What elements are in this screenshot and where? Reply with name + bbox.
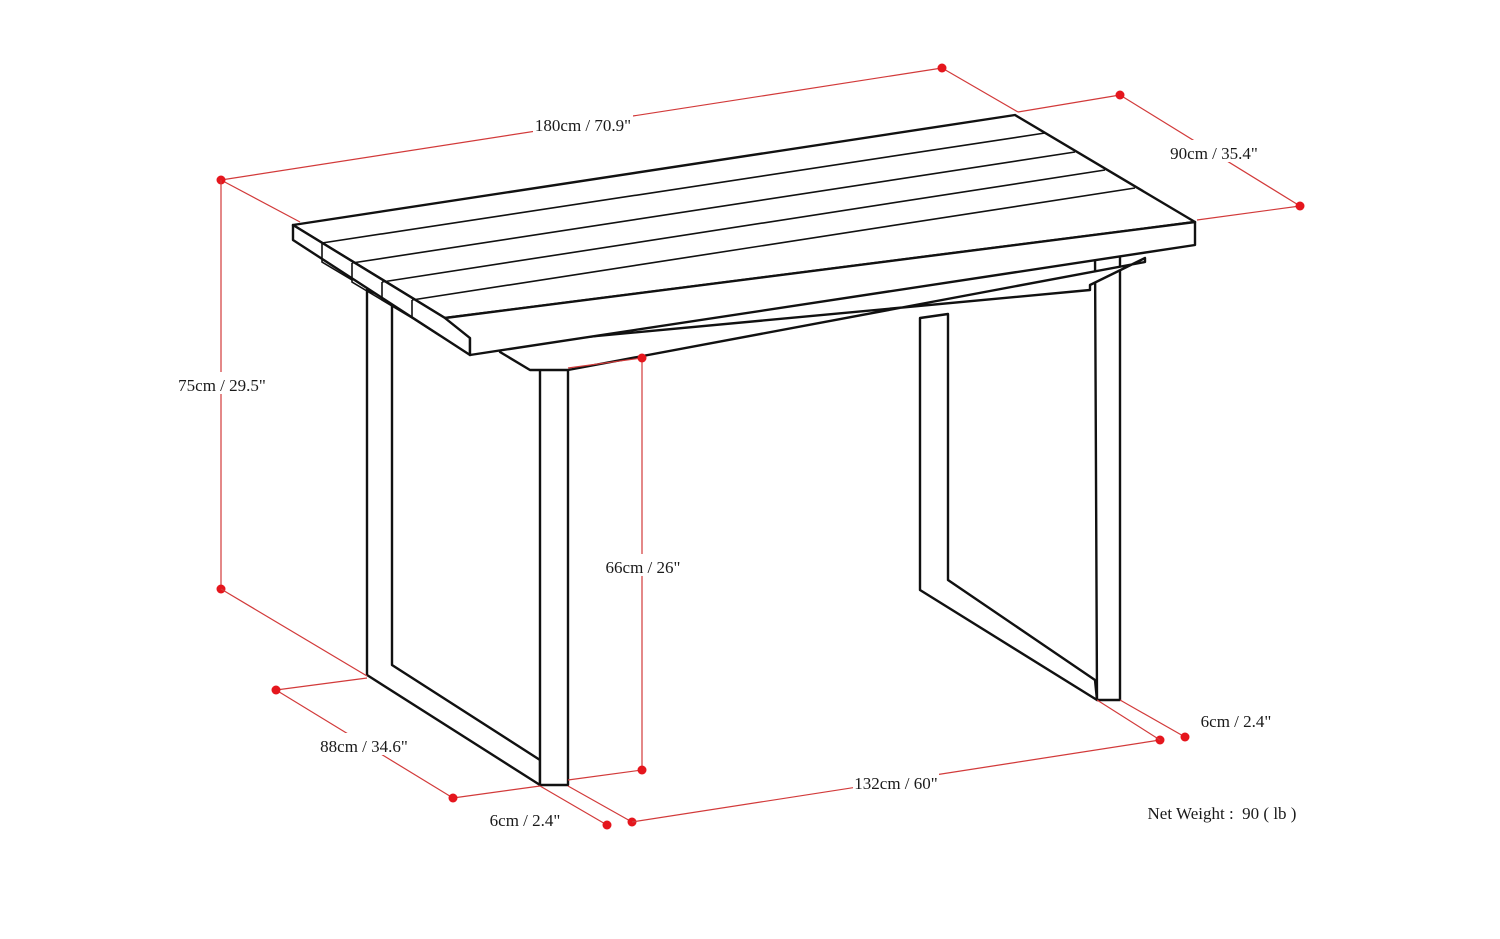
table-top bbox=[291, 113, 1197, 357]
label-depth: 90cm / 35.4" bbox=[1170, 144, 1258, 163]
label-leg-depth: 88cm / 34.6" bbox=[320, 737, 408, 756]
label-leg-width-front: 6cm / 2.4" bbox=[490, 811, 561, 830]
label-leg-span: 132cm / 60" bbox=[854, 774, 937, 793]
label-height: 75cm / 29.5" bbox=[178, 376, 266, 395]
net-weight-label: Net Weight : 90 ( lb ) bbox=[1148, 804, 1297, 823]
table-illustration bbox=[291, 113, 1197, 787]
apron-rail bbox=[498, 256, 1147, 372]
leg-right-frame bbox=[918, 248, 1122, 702]
dimension-labels: 180cm / 70.9" 90cm / 35.4" 75cm / 29.5" … bbox=[178, 112, 1296, 830]
label-clearance: 66cm / 26" bbox=[606, 558, 681, 577]
label-leg-width-back: 6cm / 2.4" bbox=[1201, 712, 1272, 731]
label-length: 180cm / 70.9" bbox=[535, 116, 631, 135]
